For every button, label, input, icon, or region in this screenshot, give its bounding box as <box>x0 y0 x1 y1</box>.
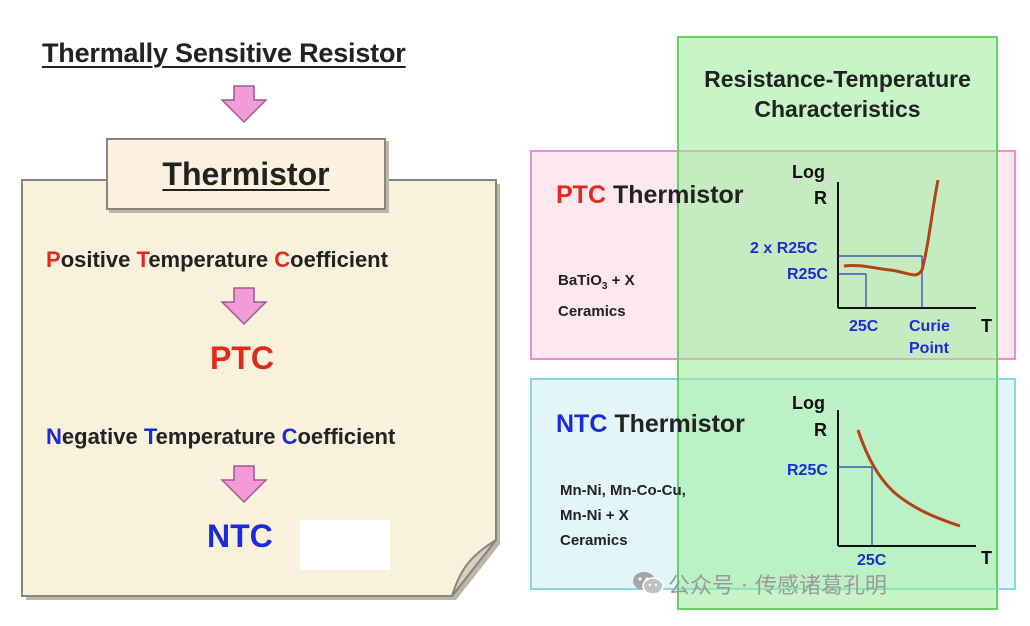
ntc-label-r25c: R25C <box>787 462 828 479</box>
ptc-prefix: PTC <box>556 181 606 209</box>
ntc-material-line3: Ceramics <box>560 532 628 549</box>
characteristics-title: Resistance-Temperature Characteristics <box>677 64 998 124</box>
ntc-curve <box>856 429 961 528</box>
ptc-label-point: Point <box>909 340 949 357</box>
letter-n: N <box>46 424 62 449</box>
arrow-down-icon <box>220 287 268 326</box>
word-oefficient: oefficient <box>297 424 396 449</box>
letter-p: P <box>46 247 61 272</box>
watermark-text: 公众号 · 传感诸葛孔明 <box>668 574 887 599</box>
ptc-material: BaTiO3 + X Ceramics <box>558 268 635 324</box>
arrow-down-icon <box>220 85 268 124</box>
word-oefficient: oefficient <box>290 247 388 272</box>
ntc-label: NTC <box>207 518 273 554</box>
letter-t: T <box>143 424 156 449</box>
note-paper <box>21 179 500 600</box>
ntc-characteristic-plot <box>837 410 976 547</box>
word-egative: egative <box>61 424 144 449</box>
ptc-material-line2: Ceramics <box>558 303 626 320</box>
ptc-thermistor-title: PTC Thermistor <box>556 181 744 210</box>
ptc-label-r25c: R25C <box>787 266 828 283</box>
letter-t: T <box>136 247 149 272</box>
characteristics-title-line1: Resistance-Temperature <box>704 66 971 92</box>
ntc-label-25c: 25C <box>857 552 887 569</box>
ptc-characteristic-plot <box>837 180 976 309</box>
ntc-axis-x-label: T <box>981 548 992 568</box>
ntc-suffix: Thermistor <box>607 410 745 438</box>
ptc-curve <box>843 180 940 277</box>
ntc-prefix: NTC <box>556 410 608 438</box>
ptc-label-25c: 25C <box>849 318 879 335</box>
ptc-material-subscript: 3 <box>601 281 608 292</box>
ntc-thermistor-title: NTC Thermistor <box>556 410 745 439</box>
thermistor-title: Thermistor <box>162 155 330 192</box>
ptc-axis-x-label: T <box>981 316 992 336</box>
ptc-axis-y-label-r: R <box>814 188 827 208</box>
positive-temperature-coefficient: Positive Temperature Coefficient <box>46 247 388 273</box>
ptc-label: PTC <box>210 340 274 376</box>
ptc-material-line1: BaTiO3 + X <box>558 268 635 299</box>
word-emperature: emperature <box>155 424 282 449</box>
arrow-down-icon <box>220 465 268 504</box>
ptc-material-formula: BaTiO <box>558 272 602 289</box>
word-ositive: ositive <box>60 247 137 272</box>
ntc-material-line1: Mn-Ni, Mn-Co-Cu, <box>560 482 686 499</box>
top-title: Thermally Sensitive Resistor <box>42 38 406 68</box>
thermistor-box: Thermistor <box>106 138 386 210</box>
negative-temperature-coefficient: Negative Temperature Coefficient <box>46 424 395 450</box>
ptc-label-curie: Curie <box>909 318 950 335</box>
letter-c: C <box>274 247 291 272</box>
ptc-label-2x-r25c: 2 x R25C <box>750 240 818 257</box>
ntc-axis-y-label-r: R <box>814 420 827 440</box>
letter-c: C <box>281 424 298 449</box>
ntc-axis-y-label-log: Log <box>792 393 825 413</box>
ptc-material-plus: + X <box>607 272 635 289</box>
word-emperature: emperature <box>148 247 275 272</box>
characteristics-title-line2: Characteristics <box>754 96 921 122</box>
ptc-suffix: Thermistor <box>606 181 744 209</box>
ntc-material: Mn-Ni, Mn-Co-Cu, Mn-Ni + X Ceramics <box>560 478 686 553</box>
ptc-axis-y-label-log: Log <box>792 162 825 182</box>
ntc-material-line2: Mn-Ni + X <box>560 507 629 524</box>
wechat-icon <box>633 572 664 595</box>
